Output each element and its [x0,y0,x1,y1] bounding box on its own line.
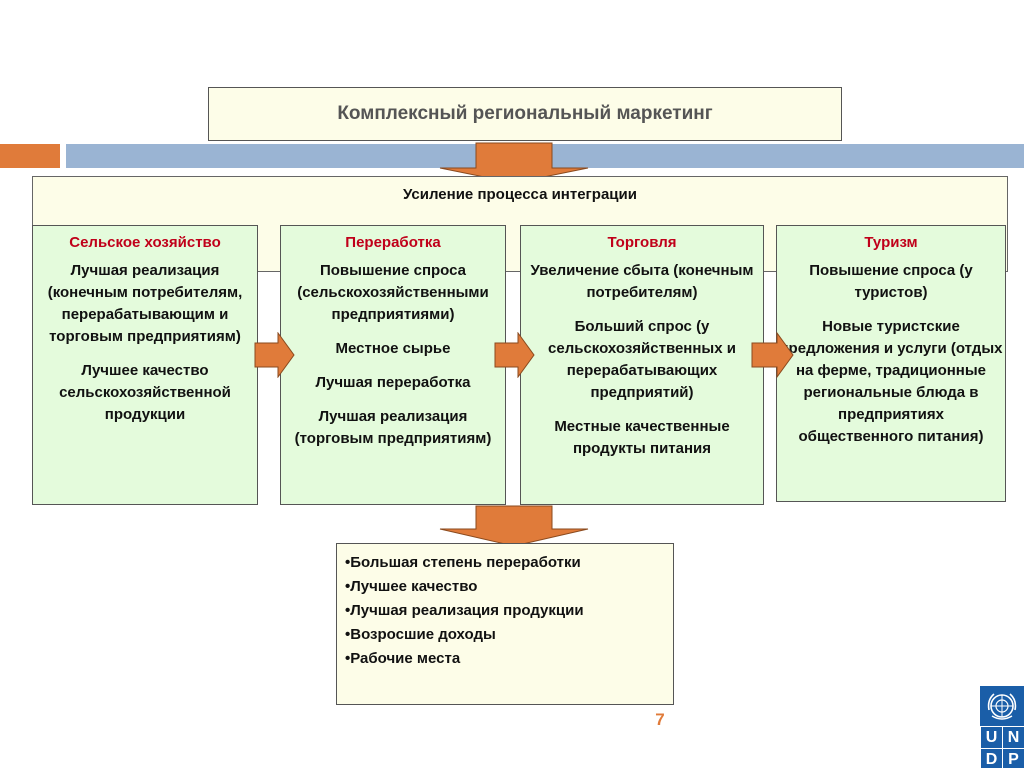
right-arrow-1 [254,332,295,378]
outcome-item: •Рабочие места [345,650,461,667]
column-heading: Переработка [345,234,441,251]
undp-letter: U [980,726,1002,748]
column-heading: Туризм [864,234,918,251]
diagram-title-text: Комплексный региональный маркетинг [337,103,713,124]
column-item: Повышение спроса (сельскохозяйственными … [297,262,489,323]
undp-logo: U N D P [980,686,1024,770]
outcome-item: •Большая степень переработки [345,554,581,571]
un-emblem-icon [980,686,1024,726]
undp-letter: D [980,748,1002,770]
column-heading: Торговля [607,234,677,251]
outcome-item: •Лучшая реализация продукции [345,602,584,619]
column-item: Местные качественные продукты питания [554,418,730,457]
column-tourism: Туризм Повышение спроса (у туристов) Нов… [776,225,1006,502]
column-item: Лучшая переработка [315,374,471,391]
column-agriculture: Сельское хозяйство Лучшая реализация (ко… [32,225,258,505]
undp-letters: U N D P [980,726,1024,770]
column-item: Лучшее качество сельскохозяйственной про… [59,362,231,423]
column-item: Повышение спроса (у туристов) [809,262,973,301]
column-processing: Переработка Повышение спроса (сельскохоз… [280,225,506,505]
column-item: Больший спрос (у сельскохозяйственных и … [548,318,736,401]
diagram-title: Комплексный региональный маркетинг [208,87,842,141]
column-item: Лучшая реализация (торговым предприятиям… [294,408,492,447]
integration-label: Усиление процесса интеграции [403,186,637,203]
column-item: Увеличение сбыта (конечным потребителям) [530,262,754,301]
outcome-item: •Возросшие доходы [345,626,496,643]
right-arrow-2 [494,332,535,378]
undp-letter: P [1002,748,1024,770]
column-trade: Торговля Увеличение сбыта (конечным потр… [520,225,764,505]
column-item: Местное сырье [335,340,451,357]
right-arrow-3 [751,332,794,378]
down-arrow-top [439,142,589,184]
column-heading: Сельское хозяйство [69,234,221,251]
accent-bar-orange [0,144,60,168]
outcome-item: •Лучшее качество [345,578,478,595]
page-number: 7 [655,710,665,729]
column-item: Лучшая реализация (конечным потребителям… [47,262,243,345]
down-arrow-bottom [439,505,589,547]
column-item: Новые туристские предложения и услуги (о… [779,318,1003,445]
undp-letter: N [1002,726,1024,748]
outcomes-box: •Большая степень переработки •Лучшее кач… [336,543,674,705]
